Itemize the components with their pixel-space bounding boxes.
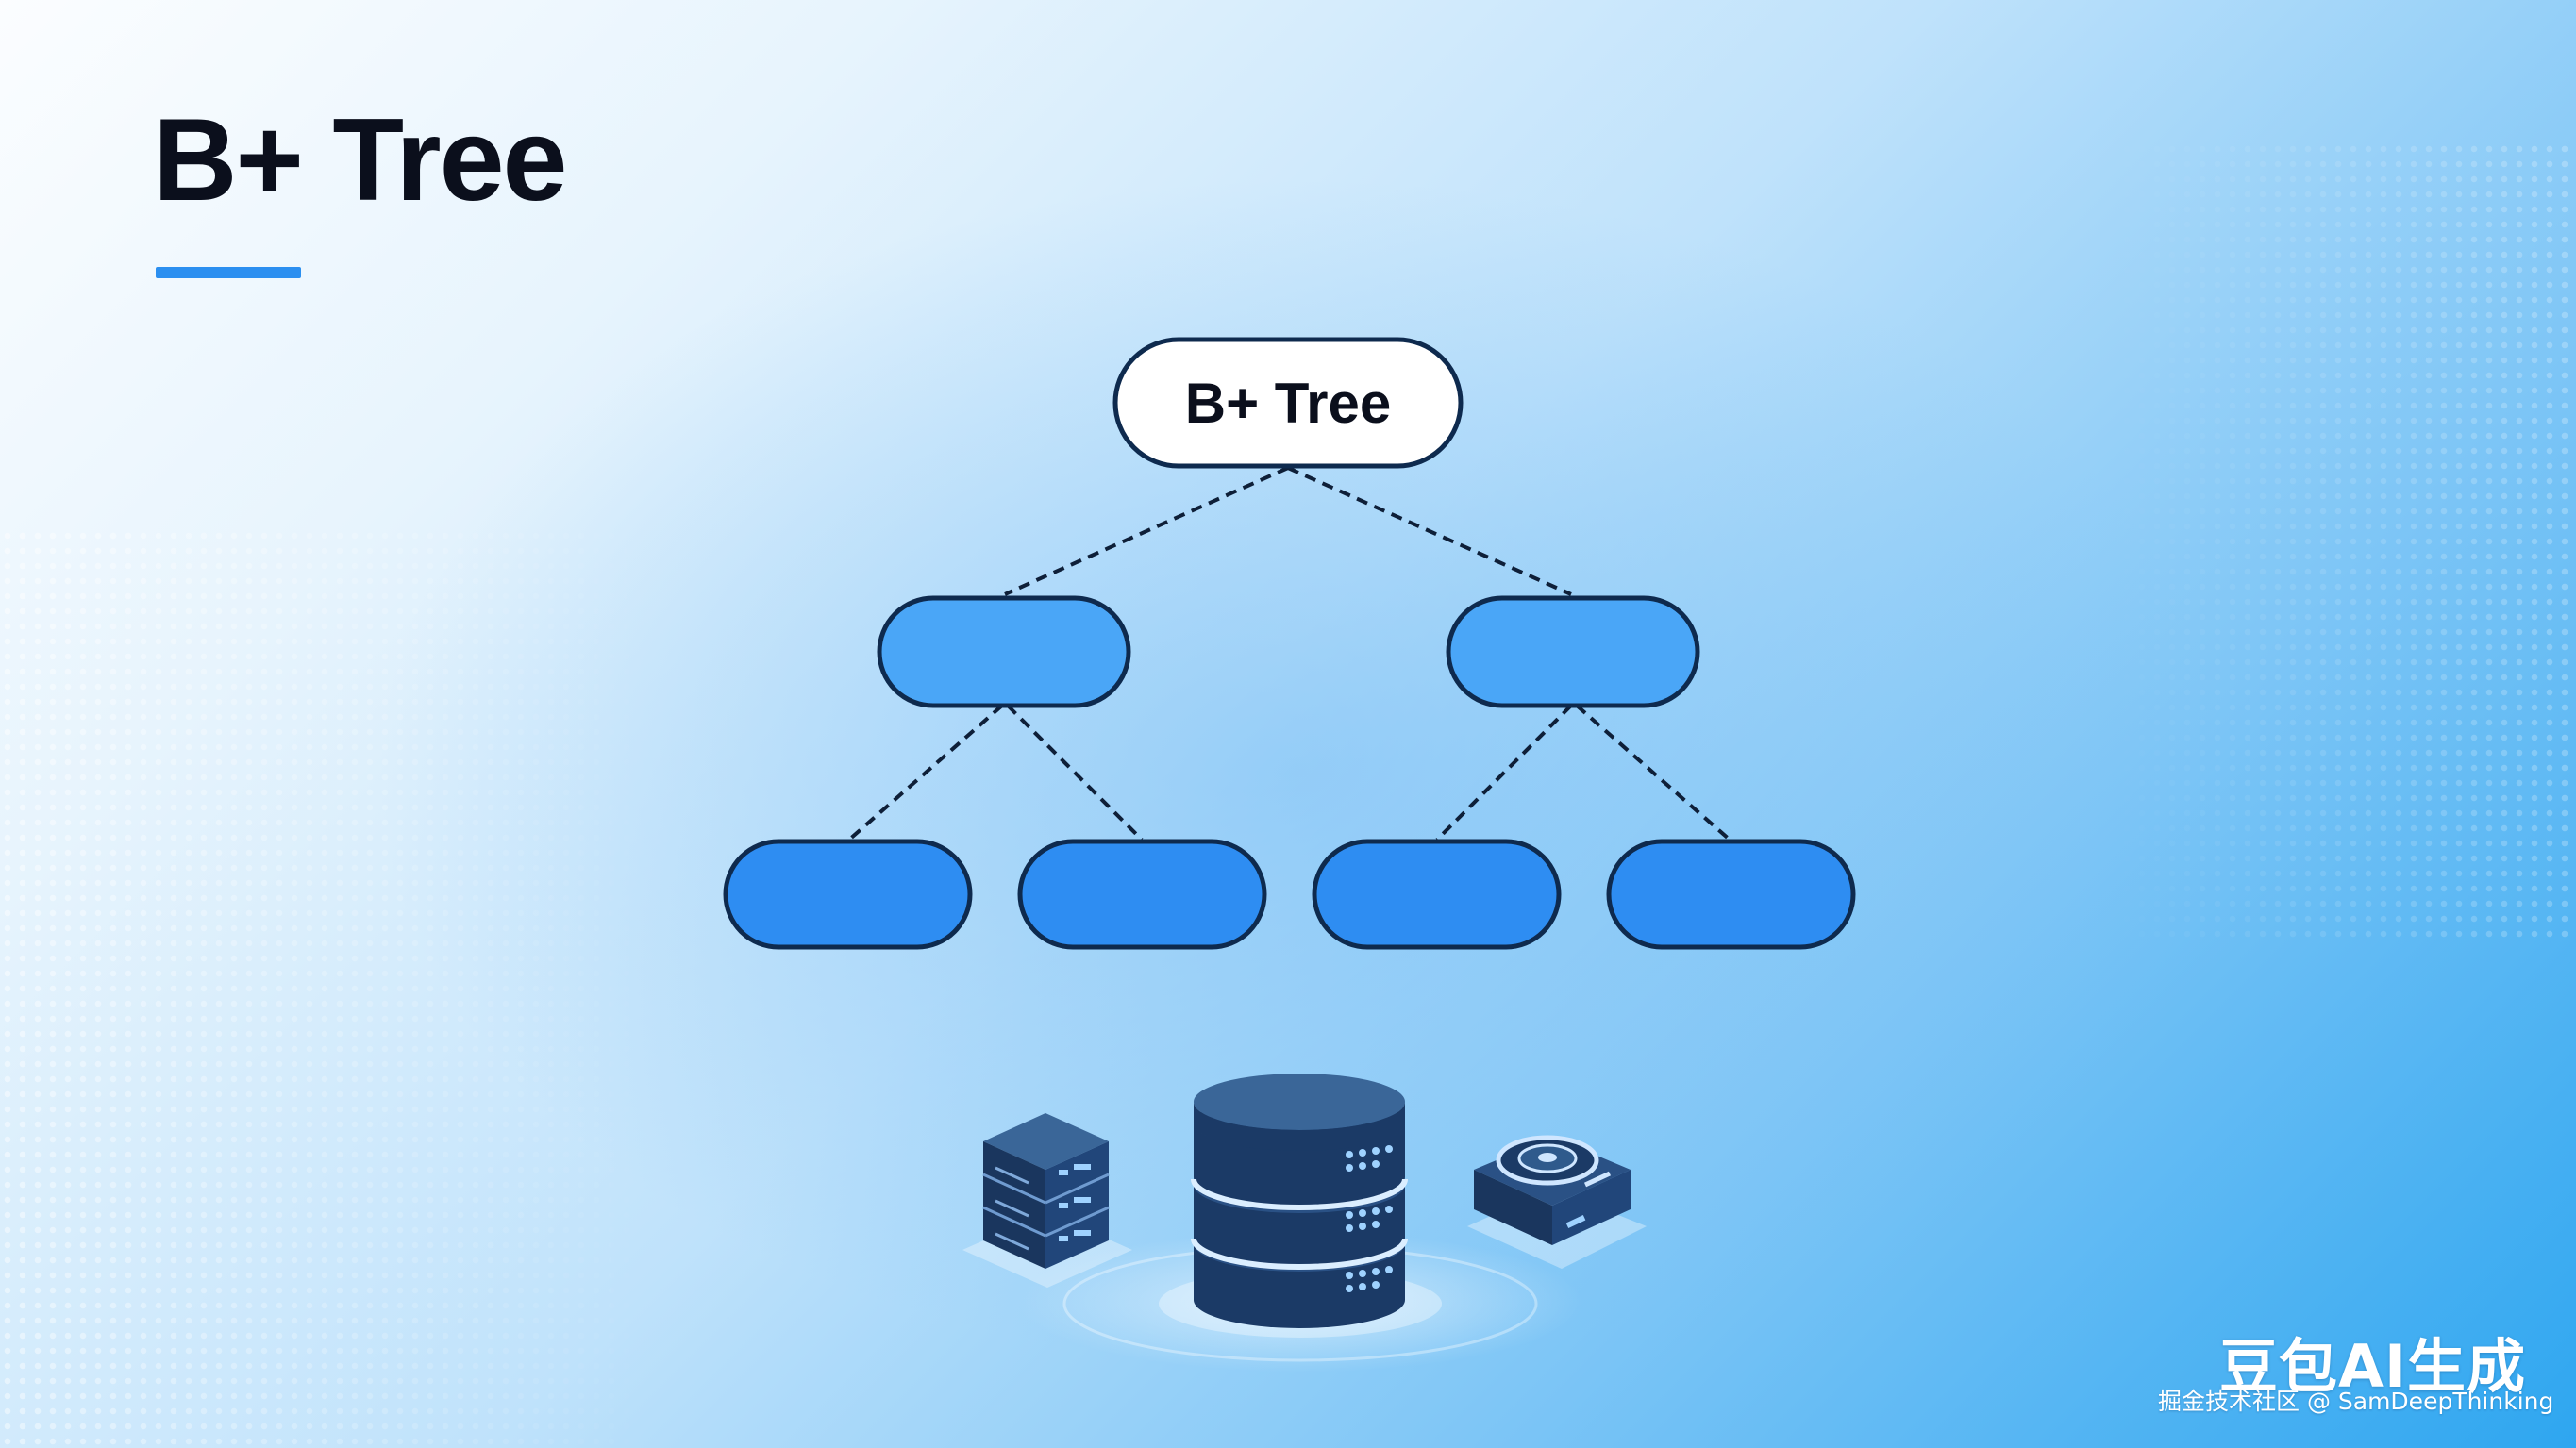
- leaf-node-1: [723, 839, 973, 950]
- root-node-label: B+ Tree: [1185, 372, 1391, 435]
- storage-illustrations: [962, 1074, 1647, 1373]
- watermark-logo-text: 豆包AI生成: [2219, 1332, 2527, 1401]
- tree-leaf-nodes: [723, 839, 1856, 950]
- tree-internal-nodes: [877, 595, 1700, 708]
- hard-drive-icon: [1467, 1135, 1647, 1269]
- internal-node-left: [877, 595, 1131, 708]
- tree-root-node: B+ Tree: [1112, 337, 1464, 469]
- edge-root-to-internal-left: [1004, 466, 1289, 596]
- edge-internal-left-to-leaf-2: [1006, 704, 1144, 841]
- page-title: B+ Tree: [153, 95, 567, 225]
- background-dot-pattern-left: [0, 528, 661, 1448]
- edge-internal-right-to-leaf-3: [1435, 704, 1573, 841]
- internal-node-right: [1446, 595, 1700, 708]
- watermark-credit-text: 掘金技术社区 @ SamDeepThinking: [2158, 1388, 2554, 1415]
- leaf-node-2: [1017, 839, 1267, 950]
- server-rack-icon: [962, 1113, 1132, 1288]
- background-dot-pattern-right: [2104, 141, 2576, 943]
- edge-internal-left-to-leaf-1: [847, 704, 1004, 841]
- database-icon: [1191, 1074, 1408, 1328]
- edge-internal-right-to-leaf-4: [1575, 704, 1731, 841]
- leaf-node-4: [1606, 839, 1856, 950]
- tree-edges: [847, 466, 1731, 841]
- leaf-node-3: [1312, 839, 1562, 950]
- edge-root-to-internal-right: [1287, 466, 1572, 596]
- title-underline: [156, 267, 301, 278]
